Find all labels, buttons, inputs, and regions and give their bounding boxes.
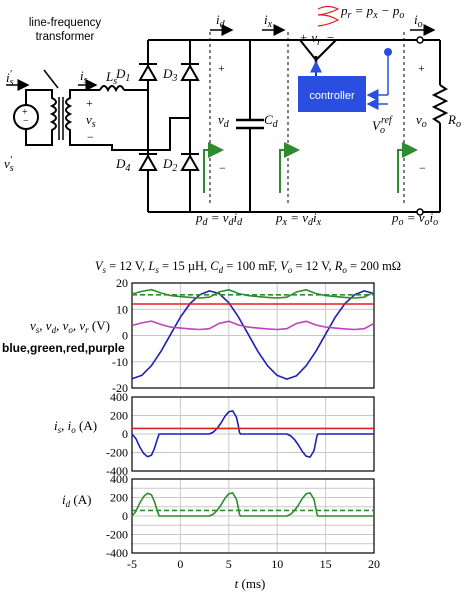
transformer-label-line2: transformer: [36, 31, 95, 43]
vd-label: vd: [218, 112, 230, 130]
x-tick-label: 15: [320, 557, 332, 571]
diode-D1: [138, 63, 158, 81]
vref-label: Voref: [372, 115, 393, 136]
x-tick-label: -5: [127, 557, 137, 571]
y-tick-label: -20: [112, 381, 128, 395]
vr-label: +vr−: [300, 30, 334, 48]
y-tick-label: 20: [116, 276, 128, 290]
vo-label: vo: [416, 112, 427, 130]
y-tick-label: -400: [106, 546, 128, 560]
plot-frame: [131, 282, 375, 389]
y-tick-label: 0: [122, 509, 128, 523]
is-label: is: [80, 68, 88, 86]
y-tick-label: 10: [116, 302, 128, 316]
current-is-io-plot: -400 -200 0 200 400: [106, 390, 375, 478]
vs-minus: −: [87, 130, 94, 144]
series-green: [131, 492, 374, 517]
controller-box: [298, 76, 366, 112]
x-tick-label: 10: [271, 557, 283, 571]
resistor-Ro: [431, 84, 449, 124]
controller-label: controller: [309, 90, 355, 102]
x-tick-label: 0: [177, 557, 183, 571]
y-tick-label: -200: [106, 446, 128, 460]
vs-plus: +: [86, 96, 93, 110]
pr-equation: pr = px − po: [340, 3, 404, 21]
y-tick-label: 200: [110, 409, 128, 423]
y-tick-label: 0: [122, 329, 128, 343]
transformer-label-line1: line-frequency: [29, 17, 101, 29]
voltage-plot: -20 -10 0 10 20: [112, 276, 375, 395]
vd-plus: +: [218, 61, 225, 75]
parameters-line: Vs = 12 V, Ls = 15 µH, Cd = 100 mF, Vo =…: [95, 259, 401, 275]
y-tick-label: 400: [110, 390, 128, 404]
x-tick-label: 20: [368, 557, 380, 571]
plus-source: +: [22, 107, 28, 118]
power-dissipation-squiggle: [317, 5, 340, 27]
y-tick-label: -400: [106, 464, 128, 478]
is-prime-label: is′: [6, 69, 14, 88]
px-equation: px = vdix: [275, 210, 322, 228]
io-label: io: [414, 12, 423, 30]
circuit-labels: line-frequency transformer is′ vs′ + − i…: [4, 3, 461, 228]
series-purple: [131, 320, 375, 331]
y-tick-label: 400: [110, 472, 128, 486]
vo-minus: −: [419, 161, 426, 175]
transformer-secondary-coil: [65, 89, 80, 146]
D1-label: D1: [115, 66, 130, 84]
Cd-label: Cd: [264, 112, 279, 130]
y-tick-label: -10: [112, 355, 128, 369]
Ls-label: Ls: [105, 69, 117, 87]
output-terminal-bottom: [416, 208, 424, 216]
y-tick-label: 0: [122, 427, 128, 441]
diode-D2: [180, 153, 200, 171]
current-id-plot: -400 -200 0 200 400 -5 0 5 10 15 20: [106, 472, 380, 571]
series-blue: [131, 410, 374, 458]
inductor-Ls: [99, 85, 125, 93]
diode-D4: [138, 153, 158, 171]
legend-note: blue,green,red,purple: [2, 341, 125, 355]
id-label: id: [216, 12, 226, 30]
output-node-dot: [384, 48, 392, 56]
current-id-ylabel: id (A): [62, 492, 91, 509]
transformer-primary-coil: [48, 89, 57, 146]
ix-label: ix: [264, 12, 273, 30]
output-terminal-top: [416, 36, 424, 44]
D3-label: D3: [162, 66, 177, 84]
power-flow-arrows: [203, 142, 418, 193]
D4-label: D4: [115, 156, 130, 174]
minus-source: −: [23, 116, 29, 127]
diode-D3: [180, 63, 200, 81]
xaxis-label: t (ms): [235, 576, 266, 591]
vs-label: vs: [86, 112, 96, 130]
D2-label: D2: [162, 156, 177, 174]
po-equation: po = voio: [391, 210, 438, 228]
series-green: [131, 288, 375, 299]
pd-equation: pd = vdid: [195, 210, 243, 228]
diodes: [138, 63, 200, 171]
current-is-io-ylabel: is, io (A): [54, 418, 97, 435]
y-tick-label: 200: [110, 491, 128, 505]
x-tick-label: 5: [226, 557, 232, 571]
vd-minus: −: [219, 161, 226, 175]
series-blue: [131, 290, 375, 380]
vo-plus: +: [418, 61, 425, 75]
Ro-label: Ro: [447, 112, 461, 130]
y-tick-label: -200: [106, 528, 128, 542]
voltage-ylabel: vs, vd, vo, vr (V): [30, 318, 110, 335]
section-dividers: [209, 32, 405, 205]
source-label: vs′: [4, 155, 14, 174]
current-arrows: [6, 24, 436, 91]
